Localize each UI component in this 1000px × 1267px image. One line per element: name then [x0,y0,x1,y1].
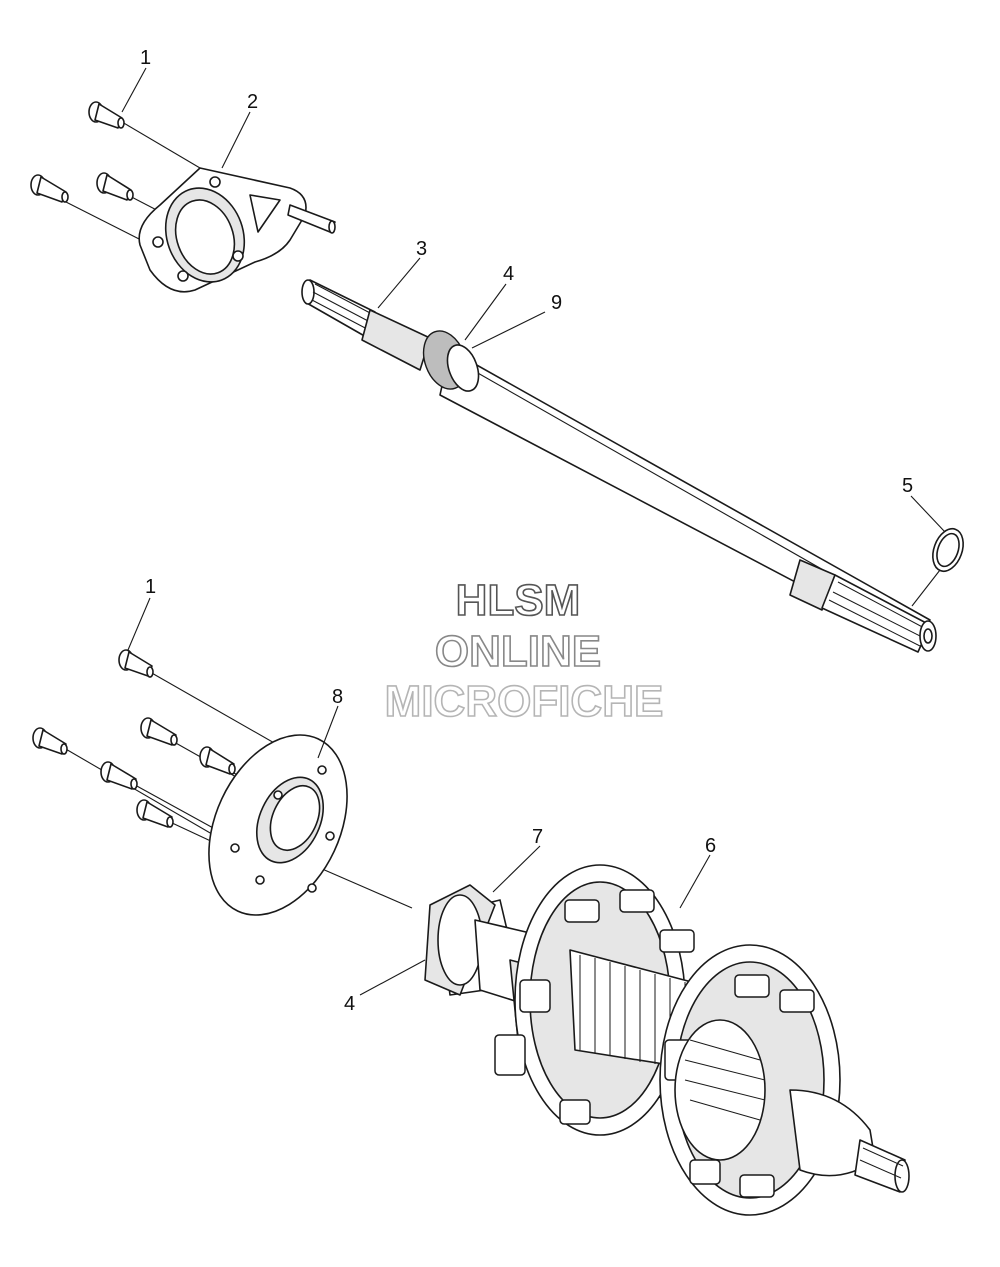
bearing-plate [138,167,336,293]
bolt-upper-2 [96,172,134,201]
driven-clutch [424,864,910,1216]
callout-7: 7 [532,826,543,848]
callout-8: 8 [332,686,343,708]
bolt-upper-3 [30,174,69,203]
drive-shaft [301,279,937,653]
callout-9: 9 [551,292,562,314]
bolt-lower-4 [32,727,68,755]
watermark-line-3: MICROFICHE [385,677,664,726]
callout-4-bottom: 4 [344,993,355,1015]
callout-leaders [121,67,946,996]
bolt-lower-3 [199,746,236,775]
bolt-lower-1 [118,649,154,678]
o-ring [932,527,964,573]
callout-3: 3 [416,238,427,260]
bolt-lower-6 [136,799,174,828]
bolt-lower-5 [100,761,138,790]
callout-5: 5 [902,475,913,497]
callout-6: 6 [705,835,716,857]
bearing-flange [208,734,348,916]
callout-1-bottom: 1 [145,576,156,598]
watermark: HLSM ONLINE MICROFICHE [384,575,664,727]
bolt-upper-1 [88,101,125,129]
bolt-lower-2 [140,717,178,746]
callout-1-top: 1 [140,47,151,69]
callout-4-top: 4 [503,263,514,285]
watermark-line-2: ONLINE [435,627,601,676]
callout-2: 2 [247,91,258,113]
watermark-line-1: HLSM [456,576,581,625]
